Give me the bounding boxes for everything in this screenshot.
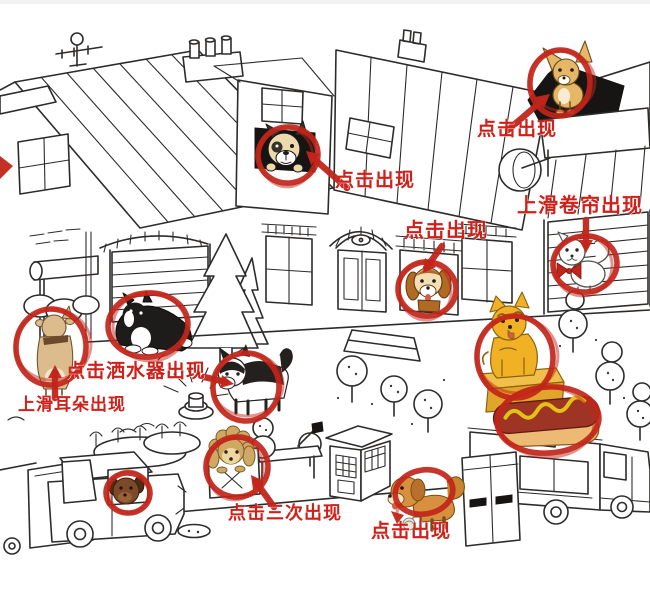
- arrow-ears: [48, 365, 62, 402]
- center-roof: [333, 49, 549, 231]
- circle-hotdog: [494, 384, 602, 459]
- car-window-dog[interactable]: [108, 476, 145, 505]
- arrow-chihuahua: [504, 94, 550, 134]
- arrow-sprinkler: [200, 373, 234, 388]
- hint-label-sprinkler: 点击洒水器出现: [66, 361, 207, 382]
- hint-label-shutter: 上滑卷帘出现: [517, 195, 643, 217]
- top-strip: [0, 0, 650, 4]
- door-steps: [343, 329, 421, 362]
- circle-husky: [210, 350, 285, 424]
- round-trees-left: [298, 355, 443, 467]
- circle-chihuahua: [527, 47, 597, 119]
- satellite-dish: [498, 148, 551, 192]
- arrow-three-times: [251, 475, 278, 511]
- street-cabinets: [461, 451, 521, 547]
- circle-sheltie: [105, 290, 191, 363]
- chimney-left: [182, 35, 244, 83]
- edge-mark: [0, 156, 13, 179]
- pickup-car: [3, 451, 187, 555]
- front-door: [329, 226, 393, 313]
- shiba-rear[interactable]: [35, 305, 75, 396]
- circle-poodle: [203, 434, 271, 502]
- left-annex: [17, 133, 99, 353]
- hint-label-ears: 上滑耳朵出现: [18, 395, 126, 414]
- circle-bulldog: [255, 124, 321, 189]
- hint-label-golden: 点击出现: [371, 521, 452, 542]
- walkthrough-marks: [0, 47, 620, 524]
- arrow-bulldog: [306, 151, 351, 192]
- window-right: [457, 223, 517, 304]
- arrow-beagle: [422, 242, 446, 273]
- tv-antenna: [55, 32, 103, 67]
- chihuahua[interactable]: [542, 40, 593, 115]
- hot-dog[interactable]: [492, 395, 602, 452]
- circle-golden: [391, 466, 456, 524]
- hint-label-chihuahua: 点击出现: [477, 119, 558, 140]
- facade: [87, 223, 650, 362]
- hint-label-bulldog: 点击出现: [335, 170, 416, 191]
- round-trees-right: [558, 290, 650, 441]
- circle-car-dog: [103, 469, 153, 516]
- window-left: [261, 223, 317, 306]
- hint-label-beagle: 点击出现: [404, 220, 488, 242]
- chimney-right: [397, 29, 427, 63]
- arrow-shutter: [579, 216, 593, 253]
- phone-booth: [325, 425, 393, 502]
- hint-label-three-times: 点击三次出现: [228, 503, 342, 523]
- pine-trees: [187, 233, 269, 363]
- sprinkler[interactable]: [149, 343, 259, 420]
